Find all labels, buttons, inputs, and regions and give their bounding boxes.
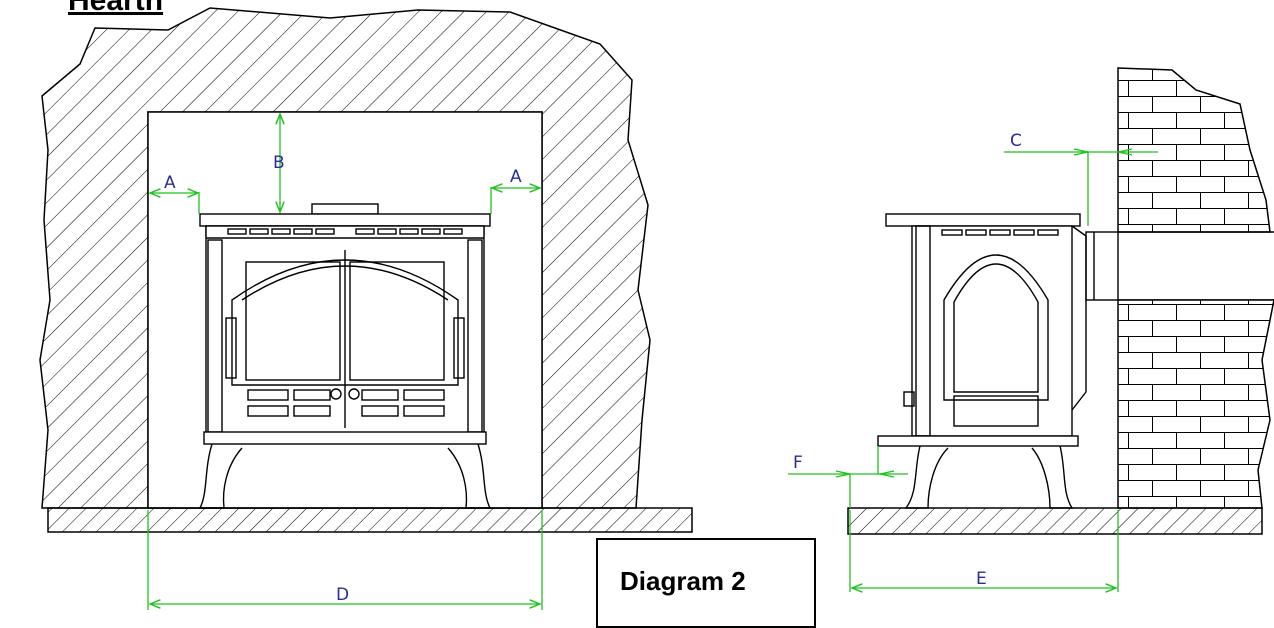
label-e: E: [976, 569, 987, 589]
label-a-right: A: [510, 167, 522, 187]
front-view: A A B D: [39, 7, 693, 610]
brick-wall-lower: [1117, 299, 1274, 509]
brick-wall-upper: [1117, 67, 1271, 233]
side-view: C F E: [788, 67, 1274, 592]
label-b: B: [273, 153, 285, 173]
stove-front: [198, 203, 492, 509]
label-d: D: [336, 585, 349, 605]
page-heading: Hearth: [68, 0, 164, 17]
label-c: C: [1010, 131, 1022, 151]
hearth-slab: [47, 507, 693, 533]
stove-side: [877, 213, 1119, 509]
diagram-caption: Diagram 2: [620, 566, 746, 596]
diagram-caption-box: Diagram 2: [596, 538, 816, 628]
hearth-slab-side: [847, 507, 1263, 535]
label-a-left: A: [164, 173, 176, 193]
label-f: F: [793, 453, 803, 473]
side-dimensions: [788, 148, 1158, 592]
front-dimensions: [147, 114, 543, 610]
